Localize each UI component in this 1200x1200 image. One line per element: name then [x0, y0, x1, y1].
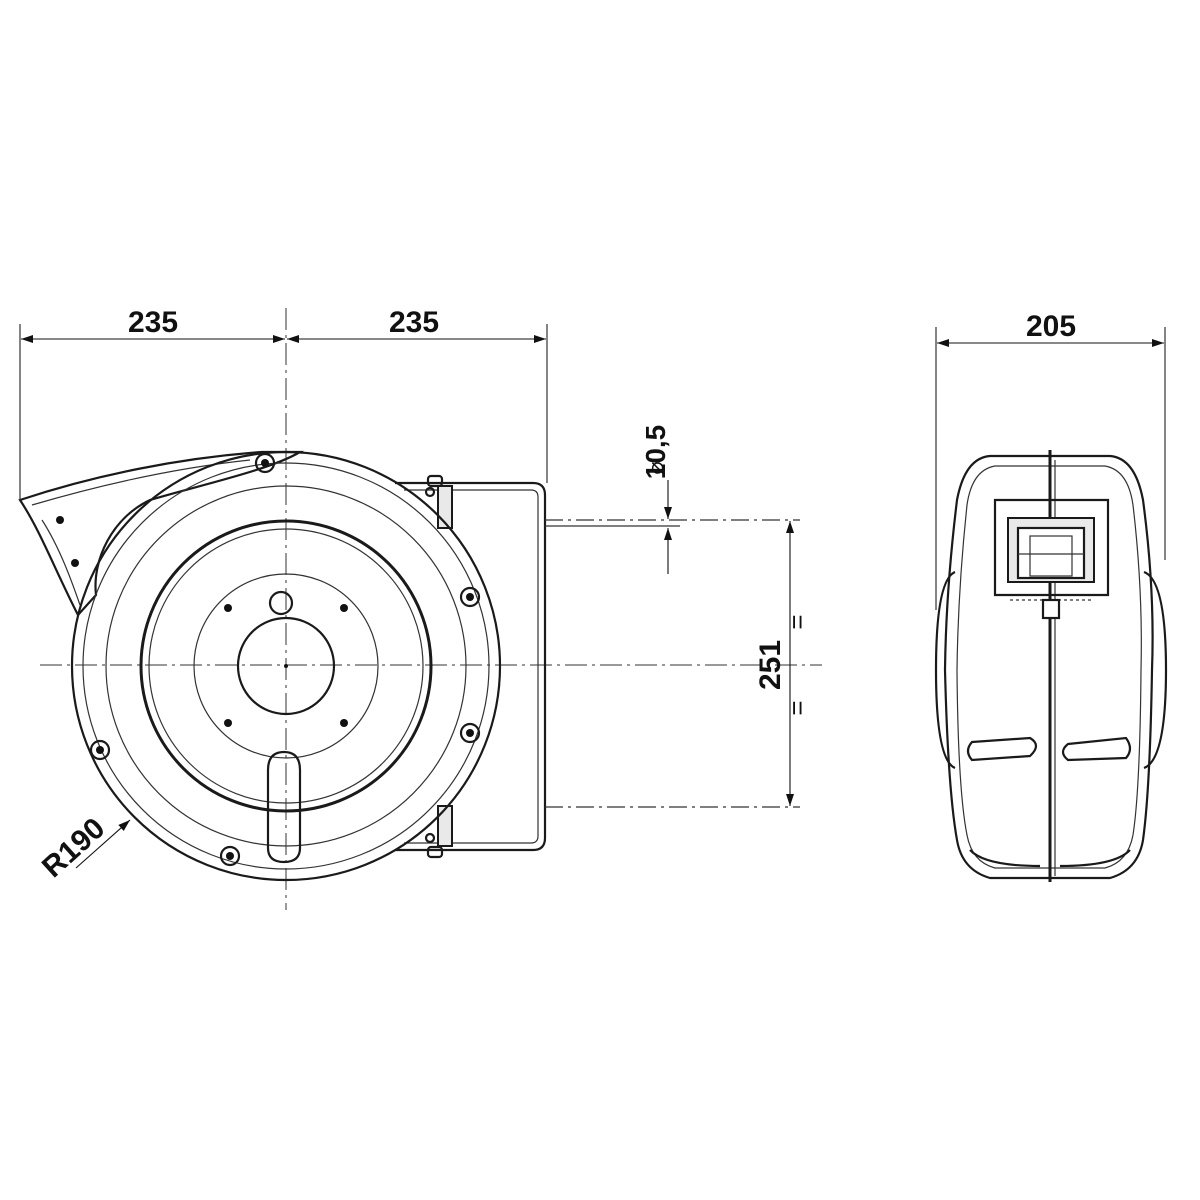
hose-guide-arm — [18, 450, 304, 617]
dim-side-depth: 205 — [1026, 310, 1076, 343]
equal-mark-bottom: = — [782, 700, 812, 715]
housing-screws — [89, 452, 481, 867]
dim-radius: R190 — [36, 812, 111, 885]
equal-mark-top: = — [782, 614, 812, 629]
screw-icon — [459, 722, 481, 744]
diameter-symbol: ⌀ — [643, 461, 668, 474]
screw-icon — [459, 586, 481, 608]
screw-icon — [89, 739, 111, 761]
reel-housing — [70, 450, 502, 882]
screw-icon — [219, 845, 241, 867]
front-view: 235 235 10,5 ⌀ 251 = = R190 — [18, 306, 822, 910]
side-view: 205 — [934, 310, 1168, 882]
drum-handle — [266, 750, 302, 864]
drum-holes — [224, 604, 348, 727]
dim-width-right: 235 — [389, 306, 439, 339]
dim-width-left: 235 — [128, 306, 178, 339]
dim-line-radius — [75, 819, 131, 869]
dim-hole-diameter: 10,5 — [640, 425, 671, 480]
side-housing — [934, 450, 1168, 882]
screw-icon — [254, 452, 276, 474]
mounting-bracket — [395, 474, 547, 859]
side-grips — [966, 736, 1132, 868]
hose-outlet-window — [993, 498, 1110, 620]
dim-mount-spacing: 251 — [754, 640, 787, 690]
